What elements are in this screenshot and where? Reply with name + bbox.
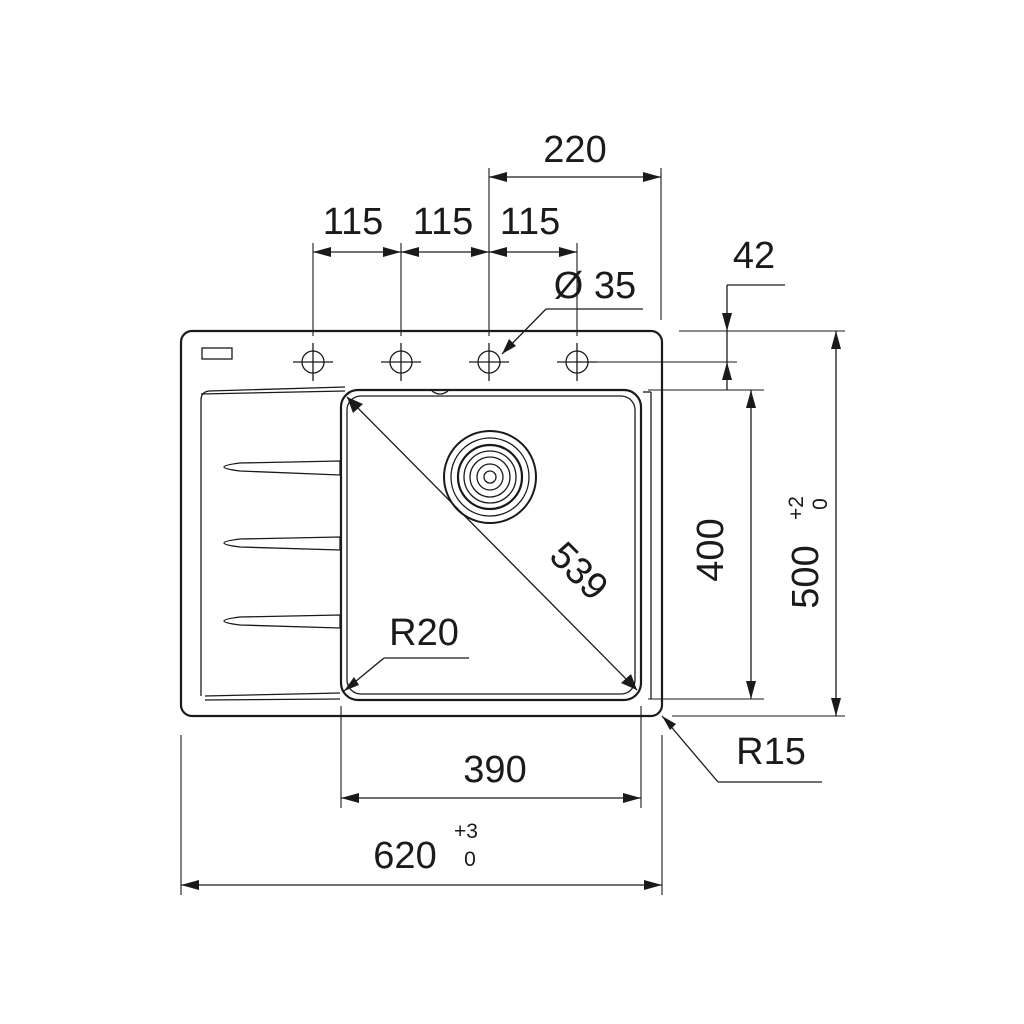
outer-radius-leader [661, 715, 822, 783]
tap-hole-1 [293, 343, 333, 381]
bowl-diagonal-label: 539 [541, 534, 616, 609]
tap-hole-diameter-label: Ø 35 [554, 265, 636, 307]
overall-depth-tolerance-lower: 0 [809, 498, 832, 510]
bowl-depth-dimension [648, 389, 764, 700]
outer-corner-radius-label: R15 [736, 731, 806, 773]
tap-to-edge-dimension-line [489, 172, 661, 182]
bowl-width-label: 390 [463, 749, 526, 791]
drain-strainer [443, 430, 537, 524]
tap-row-offset-dimension [597, 284, 845, 390]
tap-spacing-1-label: 115 [323, 201, 384, 243]
drainer-groove-2 [223, 536, 341, 551]
drainer-groove-1 [223, 460, 341, 476]
tap-spacing-2-label: 115 [413, 201, 474, 243]
diagonal-dimension [346, 396, 638, 691]
tap-hole-diameter-leader [501, 308, 643, 355]
bowl-overflow [431, 390, 449, 395]
bowl-width-dimension [340, 706, 642, 808]
bowl-corner-radius-label: R20 [389, 612, 459, 654]
drainer-groove-3 [223, 614, 341, 629]
overall-width-tolerance-lower: 0 [464, 848, 476, 871]
tap-spacing-dimension-line [313, 247, 577, 257]
tap-hole-4 [557, 343, 597, 381]
overall-depth-dimension [672, 331, 845, 717]
sink-outline [179, 329, 664, 718]
bowl [339, 388, 652, 702]
tap-spacing-3-label: 115 [500, 201, 561, 243]
tap-hole-2 [381, 343, 421, 381]
overall-width-dimension [180, 735, 663, 895]
tap-to-edge-label: 220 [543, 129, 606, 171]
overall-width-label: 620 [373, 835, 436, 877]
r20-leader [343, 657, 469, 692]
drainer-area [200, 386, 346, 701]
tap-row-offset-label: 42 [733, 235, 775, 277]
bowl-depth-label: 400 [690, 518, 732, 581]
tap-hole-3 [469, 343, 509, 381]
drainer-grooves [223, 460, 341, 629]
overall-depth-tolerance-upper: +2 [785, 496, 808, 520]
overflow-slot [201, 347, 233, 360]
tap-holes [293, 343, 597, 381]
overall-width-tolerance-upper: +3 [454, 820, 478, 843]
overall-depth-label: 500 [785, 545, 827, 608]
